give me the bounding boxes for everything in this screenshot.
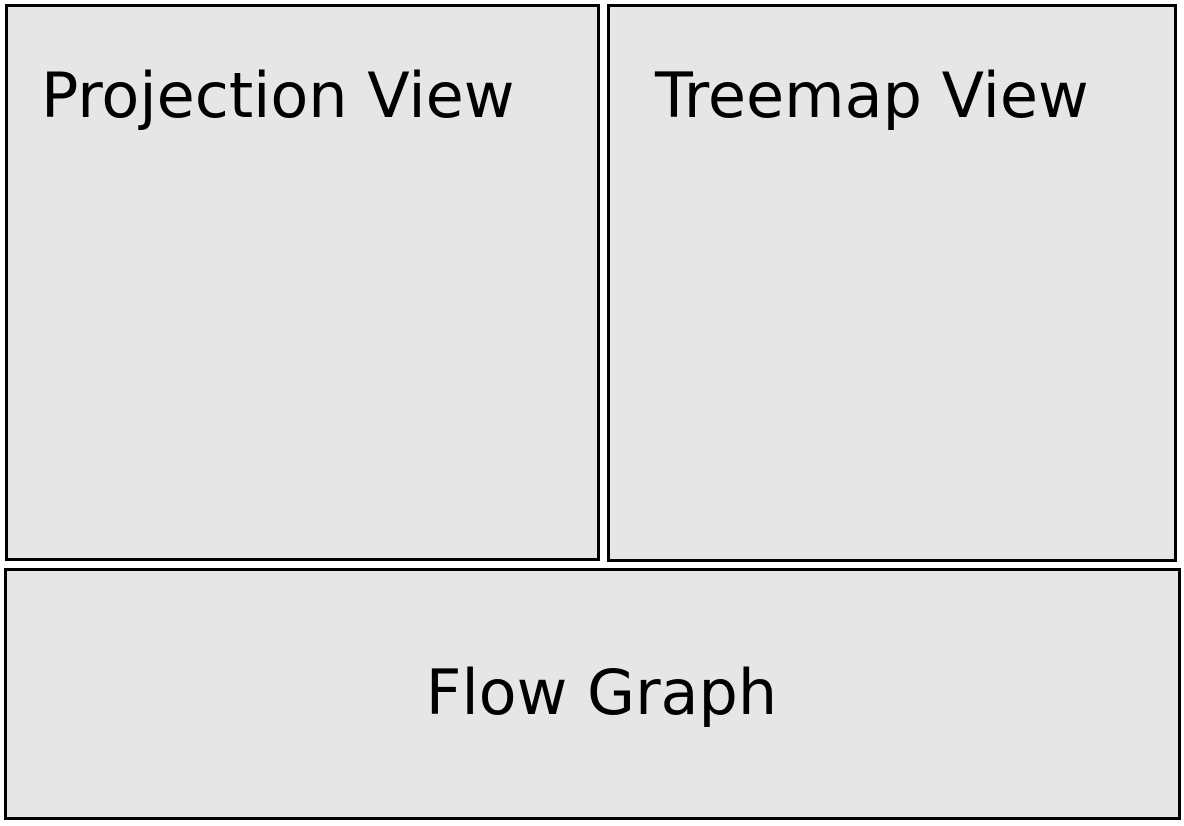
treemap-view-panel: Treemap View: [607, 4, 1177, 562]
flow-graph-label: Flow Graph: [425, 656, 778, 729]
treemap-view-label: Treemap View: [655, 59, 1089, 132]
flow-graph-panel: Flow Graph: [4, 568, 1181, 820]
projection-view-panel: Projection View: [5, 4, 600, 561]
projection-view-label: Projection View: [41, 59, 515, 132]
